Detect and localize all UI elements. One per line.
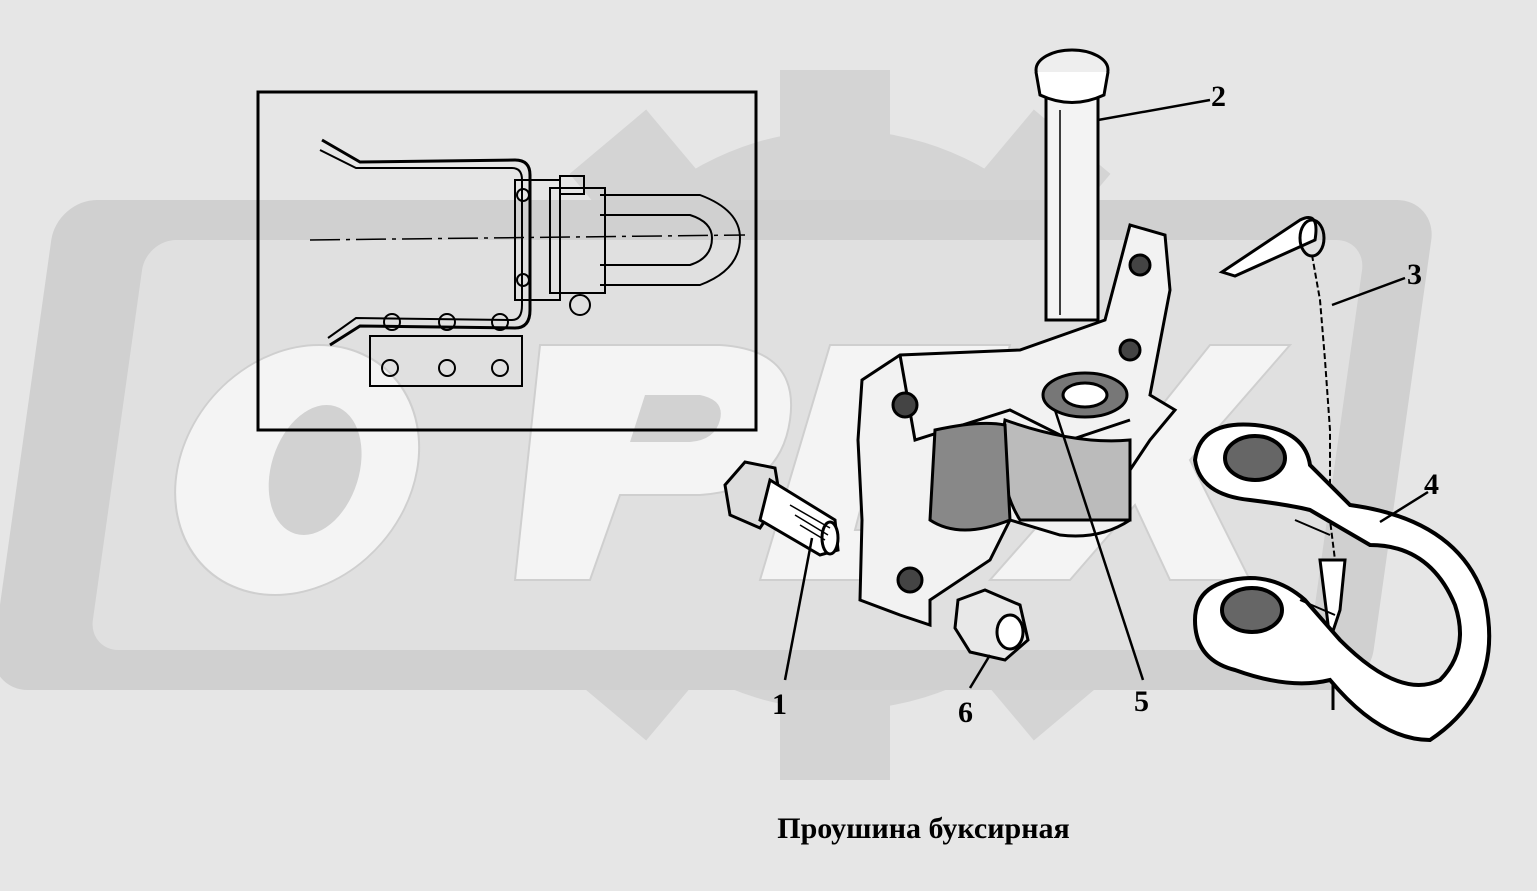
bolt-part <box>723 460 840 557</box>
shackle-part <box>1192 422 1492 743</box>
leader-line-3 <box>1331 276 1406 307</box>
leader-line-1 <box>783 537 814 681</box>
split-pin-part <box>1218 216 1347 710</box>
leader-lines <box>783 98 1429 689</box>
bracket-housing-part <box>856 223 1178 628</box>
figure-caption: Проушина буксирная <box>777 812 1070 845</box>
callout-2: 2 <box>1211 80 1226 113</box>
inset-top-view <box>256 90 758 432</box>
callout-5: 5 <box>1134 685 1149 718</box>
nut-part <box>953 588 1030 662</box>
pin-part <box>1034 48 1110 322</box>
watermark-logo <box>0 70 1432 780</box>
callout-1: 1 <box>772 688 787 721</box>
leader-line-5 <box>1053 409 1145 681</box>
callout-6: 6 <box>958 696 973 729</box>
callout-4: 4 <box>1424 468 1439 501</box>
leader-line-4 <box>1379 490 1429 524</box>
leader-line-6 <box>968 654 992 689</box>
leader-line-2 <box>1097 98 1211 122</box>
callout-3: 3 <box>1407 258 1422 291</box>
